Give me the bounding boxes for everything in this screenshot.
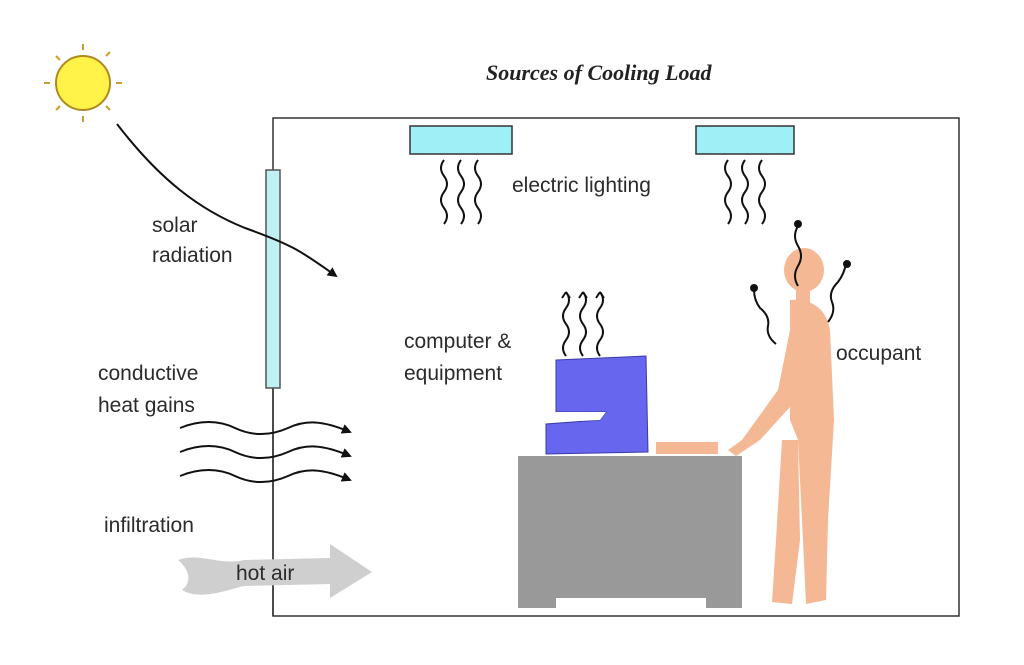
sun-icon [44, 44, 122, 122]
label-computer-line2: equipment [404, 362, 503, 385]
desk [518, 456, 742, 608]
heat-wave-icon [724, 159, 766, 225]
ceiling-light-left [409, 125, 513, 155]
conductive-heat-arrows [179, 421, 352, 483]
ceiling-light-right [695, 125, 795, 155]
label-conductive-line2: heat gains [98, 394, 195, 417]
heat-wave-icon [440, 159, 482, 225]
label-occupant: occupant [836, 342, 922, 365]
solar-radiation-arrow [116, 123, 338, 278]
diagram-title: Sources of Cooling Load [486, 60, 712, 85]
label-hot-air: hot air [236, 562, 295, 585]
label-infiltration: infiltration [104, 514, 194, 537]
hot-air-arrow [178, 544, 372, 598]
label-electric-lighting: electric lighting [512, 174, 651, 197]
computer-icon [545, 355, 649, 455]
occupant-figure [728, 248, 834, 604]
label-solar-radiation-line2: radiation [152, 244, 233, 267]
heat-wave-icon [561, 291, 605, 357]
label-solar-radiation-line1: solar [152, 214, 198, 237]
label-conductive-line1: conductive [98, 362, 199, 385]
label-computer-line1: computer & [404, 330, 512, 353]
window-pane [265, 169, 281, 389]
keyboard [656, 442, 718, 454]
heat-wave-icon [750, 220, 851, 345]
